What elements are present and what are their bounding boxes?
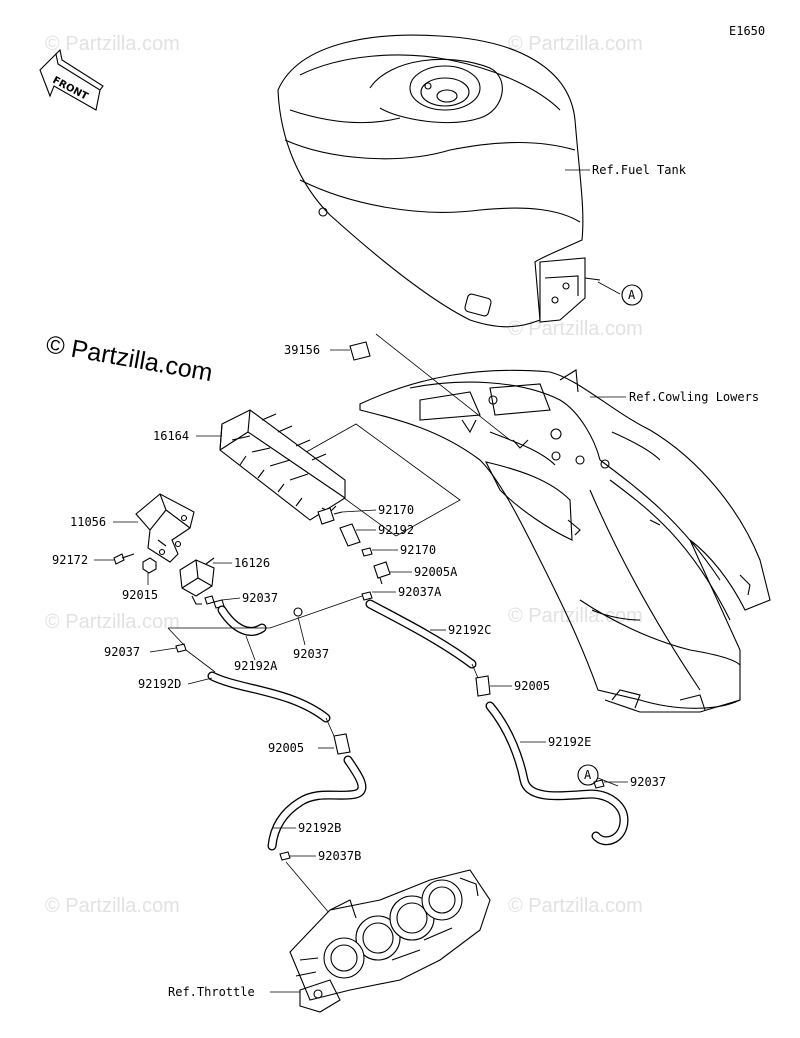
part-label-92037A: 92037A bbox=[398, 585, 442, 599]
part-label-92037-c: 92037 bbox=[104, 645, 140, 659]
part-label-92192E: 92192E bbox=[548, 735, 591, 749]
watermark: © Partzilla.com bbox=[508, 605, 643, 627]
vacuum-valve bbox=[179, 557, 215, 605]
callout-a-marker: A bbox=[584, 768, 592, 782]
callout-a-circle bbox=[577, 764, 599, 786]
part-label-92037-a: 92037 bbox=[242, 591, 278, 605]
part-label-39156: 39156 bbox=[284, 343, 320, 357]
watermarks: © Partzilla.com © Partzilla.com © Partzi… bbox=[45, 33, 643, 917]
part-label-92192D: 92192D bbox=[138, 677, 181, 691]
part-label-92015: 92015 bbox=[122, 588, 158, 602]
front-label: FRONT bbox=[51, 75, 90, 103]
part-label-92037-d: 92037 bbox=[630, 775, 666, 789]
part-label-16126: 16126 bbox=[234, 556, 270, 570]
label-plate bbox=[349, 341, 371, 361]
ref-fuel-tank: Ref.Fuel Tank bbox=[592, 163, 687, 177]
ref-cowling-lowers: Ref.Cowling Lowers bbox=[629, 390, 759, 404]
part-label-92005-a: 92005 bbox=[268, 741, 304, 755]
part-label-92192: 92192 bbox=[378, 523, 414, 537]
watermark: © Partzilla.com bbox=[45, 611, 180, 633]
part-label-92172: 92172 bbox=[52, 553, 88, 567]
part-label-92037-b: 92037 bbox=[293, 647, 329, 661]
copyright-text: © Partzilla.com bbox=[44, 330, 215, 387]
front-arrow-icon: FRONT bbox=[39, 48, 104, 111]
watermark: © Partzilla.com bbox=[508, 318, 643, 340]
part-label-92192C: 92192C bbox=[448, 623, 491, 637]
screw bbox=[113, 553, 135, 565]
part-label-16164: 16164 bbox=[153, 429, 189, 443]
diagram-code: E1650 bbox=[729, 24, 765, 38]
part-label-92192B: 92192B bbox=[298, 821, 341, 835]
part-label-11056: 11056 bbox=[70, 515, 106, 529]
part-label-92170-b: 92170 bbox=[400, 543, 436, 557]
ref-throttle: Ref.Throttle bbox=[168, 985, 255, 999]
part-label-92005-b: 92005 bbox=[514, 679, 550, 693]
watermark: © Partzilla.com bbox=[508, 895, 643, 917]
callout-a-marker: A bbox=[628, 288, 636, 302]
watermark: © Partzilla.com bbox=[508, 33, 643, 55]
bracket bbox=[135, 493, 195, 563]
part-label-92037B: 92037B bbox=[318, 849, 361, 863]
callout-a-circle bbox=[621, 284, 643, 306]
throttle-body bbox=[289, 869, 491, 1013]
canister bbox=[219, 409, 346, 521]
watermark: © Partzilla.com bbox=[45, 895, 180, 917]
fuel-tank bbox=[277, 34, 601, 328]
part-label-92005A: 92005A bbox=[414, 565, 458, 579]
nut bbox=[142, 557, 157, 574]
part-label-92192A: 92192A bbox=[234, 659, 278, 673]
cowling-lowers bbox=[359, 369, 771, 713]
watermark: © Partzilla.com bbox=[45, 33, 180, 55]
part-label-92170-a: 92170 bbox=[378, 503, 414, 517]
